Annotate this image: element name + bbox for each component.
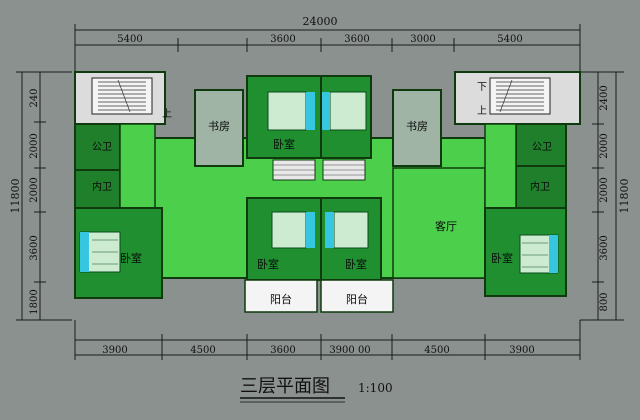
center-wardrobes xyxy=(272,159,366,181)
right-stair-down-label: 下 xyxy=(477,82,487,93)
left-dim-4: 3600 xyxy=(29,235,40,260)
top-dim-5: 5400 xyxy=(497,34,522,45)
drawing-title: 三层平面图 1:100 xyxy=(240,376,393,403)
right-bedroom-label: 卧室 xyxy=(491,251,513,265)
bottom-dim-2: 4500 xyxy=(190,345,215,356)
right-dim-4: 3600 xyxy=(599,235,610,260)
bottom-dim-1: 3900 xyxy=(102,345,127,356)
left-study: 书房 xyxy=(194,89,244,167)
left-private-bath-label: 内卫 xyxy=(92,180,112,193)
left-staircase: 上 xyxy=(91,77,172,120)
bottom-dim-5: 4500 xyxy=(424,345,449,356)
right-wing: 公卫 内卫 卧室 xyxy=(484,123,567,297)
right-dim-3: 2000 xyxy=(599,177,610,202)
left-bedroom-label: 卧室 xyxy=(120,251,142,265)
center-bottom-bedrooms: 卧室 卧室 xyxy=(246,197,382,281)
top-dimension-chain xyxy=(74,24,581,72)
right-private-bath-label: 内卫 xyxy=(530,180,550,193)
living-room-label: 客厅 xyxy=(435,219,457,233)
left-wing: 公卫 内卫 卧室 xyxy=(74,123,163,299)
left-stair-up-label: 上 xyxy=(162,108,172,120)
left-overall-dimension: 11800 xyxy=(9,179,22,214)
living-room: 客厅 xyxy=(392,167,486,279)
top-dim-1: 5400 xyxy=(117,34,142,45)
center-top-bedrooms: 卧室 xyxy=(246,75,372,159)
right-balcony-label: 阳台 xyxy=(346,292,368,306)
title-main: 三层平面图 xyxy=(240,376,330,397)
top-dim-3: 3600 xyxy=(344,34,369,45)
right-study-label: 书房 xyxy=(406,120,428,133)
left-public-bath-label: 公卫 xyxy=(92,142,112,153)
bottom-dim-6: 3900 xyxy=(509,345,534,356)
title-scale: 1:100 xyxy=(358,381,393,395)
top-center-bedroom-label: 卧室 xyxy=(273,137,295,151)
left-study-label: 书房 xyxy=(208,120,230,133)
left-dim-2: 2000 xyxy=(29,133,40,158)
right-dim-2: 2000 xyxy=(599,133,610,158)
right-dim-5: 800 xyxy=(599,292,610,311)
top-overall-dimension: 24000 xyxy=(303,15,338,28)
right-study: 书房 xyxy=(392,89,442,167)
mid-left-bedroom-label: 卧室 xyxy=(257,257,279,271)
right-dimension-chain xyxy=(580,71,624,321)
left-dim-3: 2000 xyxy=(29,177,40,202)
right-dim-1: 2400 xyxy=(599,85,610,110)
right-overall-dimension: 11800 xyxy=(618,179,631,214)
bottom-dim-3: 3600 xyxy=(270,345,295,356)
top-dim-2: 3600 xyxy=(270,34,295,45)
balconies: 阳台 阳台 xyxy=(244,279,394,313)
mid-right-bedroom-label: 卧室 xyxy=(345,257,367,271)
right-stair-up-label: 上 xyxy=(477,105,487,117)
right-public-bath-label: 公卫 xyxy=(532,142,552,153)
right-staircase: 下 上 xyxy=(477,77,551,117)
bottom-dim-4: 3900 00 xyxy=(329,345,370,356)
left-balcony-label: 阳台 xyxy=(270,292,292,306)
left-dim-1: 240 xyxy=(29,88,40,107)
top-dim-4: 3000 xyxy=(410,34,435,45)
left-dimension-chain xyxy=(16,71,72,321)
bottom-dimension-chain xyxy=(74,320,581,360)
left-dim-5: 1800 xyxy=(29,289,40,314)
